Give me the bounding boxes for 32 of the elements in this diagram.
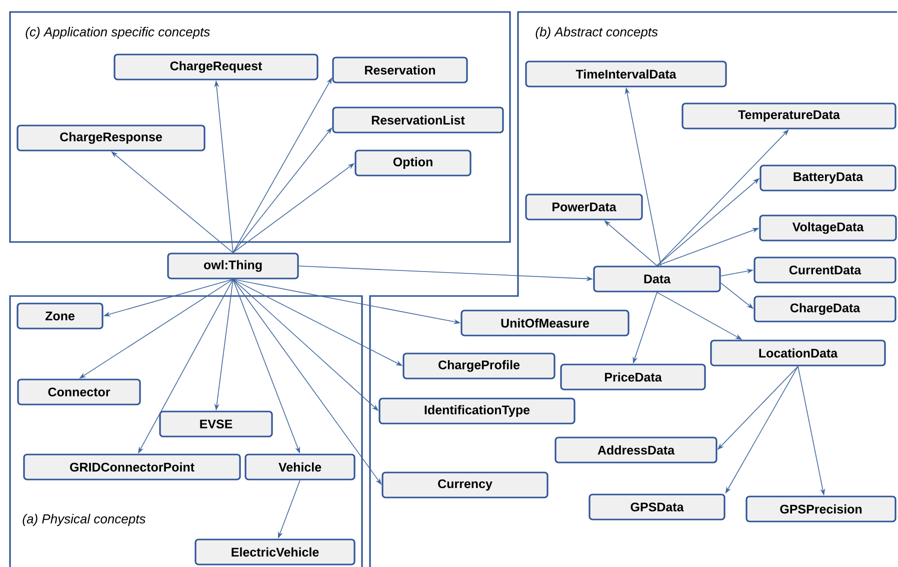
class-box: Currency [382,472,548,498]
class-box: GPSData [588,494,726,520]
class-box: ReservationList [332,106,504,134]
class-box: VoltageData [759,214,897,242]
class-box: ChargeProfile [402,352,556,380]
class-box: BatteryData [760,164,896,192]
class-box: LocationData [710,340,886,366]
class-box: ElectricVehicle [194,538,356,566]
class-box: Zone [16,302,104,330]
class-box: TimeIntervalData [525,60,727,88]
class-box: Data [593,266,721,292]
class-box: Connector [17,378,141,406]
class-box: ChargeResponse [16,124,206,152]
panel-heading: (c) Application specific concepts [26,26,210,40]
class-box: ChargeData [754,296,896,322]
class-box: Reservation [332,56,468,84]
class-box: AddressData [554,436,718,464]
class-box: PriceData [560,364,706,390]
class-box: GPSPrecision [746,496,896,522]
class-box: GRIDConnectorPoint [23,454,241,480]
panel-heading: (b) Abstract concepts [536,26,658,40]
panel-heading: (a) Physical concepts [22,514,146,526]
class-box: CurrentData [754,256,896,284]
class-box: Vehicle [244,454,356,480]
class-box: UnitOfMeasure [460,310,630,336]
class-box: Option [354,150,472,176]
class-box: PowerData [525,194,643,220]
class-box: EVSE [159,410,273,438]
class-box: IdentificationType [378,398,576,424]
class-box: ChargeRequest [114,54,318,80]
class-box: TemperatureData [682,102,896,130]
class-box: owl:Thing [167,252,299,280]
